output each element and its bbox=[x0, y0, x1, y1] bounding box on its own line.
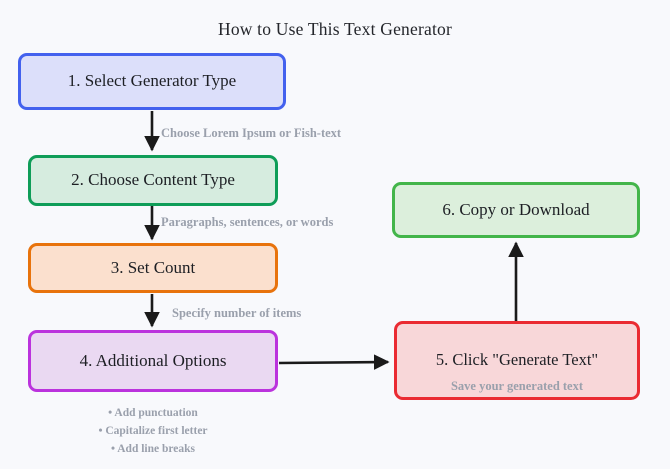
node-step5[interactable]: 5. Click "Generate Text" bbox=[394, 321, 640, 400]
node-step5-label: 5. Click "Generate Text" bbox=[435, 350, 599, 370]
edge-label-step3-step4: Specify number of items bbox=[172, 306, 302, 320]
node-step4[interactable]: 4. Additional Options bbox=[28, 330, 278, 392]
option-bullet-3: • Add line breaks bbox=[110, 442, 196, 455]
option-bullet-1: • Add punctuation bbox=[108, 407, 198, 419]
node-step1[interactable]: 1. Select Generator Type bbox=[18, 53, 286, 110]
edge-label-step5-step6: Save your generated text bbox=[450, 379, 584, 393]
node-step3-label: 3. Set Count bbox=[110, 257, 196, 277]
node-step1-label: 1. Select Generator Type bbox=[67, 71, 237, 91]
node-step6[interactable]: 6. Copy or Download bbox=[392, 182, 640, 238]
node-step6-label: 6. Copy or Download bbox=[442, 199, 590, 219]
edge-label-step1-step2: Choose Lorem Ipsum or Fish-text bbox=[161, 126, 342, 140]
node-step2[interactable]: 2. Choose Content Type bbox=[28, 155, 278, 206]
node-step4-label: 4. Additional Options bbox=[79, 350, 227, 370]
additional-options-list: • Add punctuation • Capitalize first let… bbox=[28, 405, 278, 458]
option-bullet-2: • Capitalize first letter bbox=[98, 424, 208, 437]
edge-label-step2-step3: Paragraphs, sentences, or words bbox=[161, 215, 334, 229]
page-title: How to Use This Text Generator bbox=[217, 19, 452, 39]
node-step3[interactable]: 3. Set Count bbox=[28, 243, 278, 293]
arrow-step4-step5 bbox=[278, 354, 390, 370]
node-step2-label: 2. Choose Content Type bbox=[71, 170, 235, 190]
